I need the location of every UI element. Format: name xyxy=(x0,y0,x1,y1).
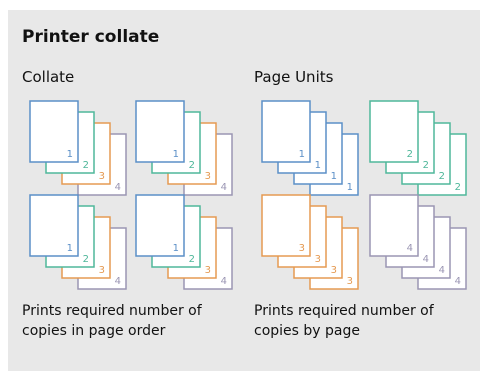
page-number-label: 3 xyxy=(331,265,337,276)
page-number-label: 4 xyxy=(115,182,121,193)
page-number-label: 2 xyxy=(455,182,461,193)
page-number-label: 3 xyxy=(315,254,321,265)
collate-description: Prints required number of copies in page… xyxy=(22,301,202,341)
page-number-label: 1 xyxy=(173,243,179,254)
page-number-label: 2 xyxy=(189,160,195,171)
page-number-label: 4 xyxy=(439,265,445,276)
page-number-label: 4 xyxy=(221,276,227,287)
page-number-label: 1 xyxy=(331,171,337,182)
page-number-label: 1 xyxy=(173,149,179,160)
page-sheet xyxy=(261,100,311,163)
page-number-label: 2 xyxy=(439,171,445,182)
page-number-label: 2 xyxy=(407,149,413,160)
page-number-label: 1 xyxy=(299,149,305,160)
collate-description-line2: copies in page order xyxy=(22,323,166,339)
page-number-label: 3 xyxy=(99,171,105,182)
collate-description-line1: Prints required number of xyxy=(22,303,202,319)
page-number-label: 4 xyxy=(221,182,227,193)
page-number-label: 3 xyxy=(299,243,305,254)
page-sheet xyxy=(261,194,311,257)
page-number-label: 1 xyxy=(347,182,353,193)
page-number-label: 3 xyxy=(205,171,211,182)
page-sheet xyxy=(29,194,79,257)
page-sheet xyxy=(135,100,185,163)
page-number-label: 1 xyxy=(67,243,73,254)
collate-heading: Collate xyxy=(22,68,75,86)
page-sheet xyxy=(135,194,185,257)
page-number-label: 2 xyxy=(423,160,429,171)
page-units-description: Prints required number of copies by page xyxy=(254,301,434,341)
page-number-label: 3 xyxy=(205,265,211,276)
page-number-label: 4 xyxy=(455,276,461,287)
page-number-label: 2 xyxy=(83,160,89,171)
page-number-label: 4 xyxy=(407,243,413,254)
page-units-description-line2: copies by page xyxy=(254,323,360,339)
page-units-heading: Page Units xyxy=(254,68,334,86)
page-number-label: 2 xyxy=(189,254,195,265)
page-number-label: 2 xyxy=(83,254,89,265)
page-number-label: 1 xyxy=(315,160,321,171)
page-sheet xyxy=(369,100,419,163)
page-number-label: 3 xyxy=(347,276,353,287)
page-number-label: 1 xyxy=(67,149,73,160)
diagram-title: Printer collate xyxy=(22,27,160,47)
page-sheet xyxy=(29,100,79,163)
page-number-label: 4 xyxy=(115,276,121,287)
page-number-label: 4 xyxy=(423,254,429,265)
page-number-label: 3 xyxy=(99,265,105,276)
page-sheet xyxy=(369,194,419,257)
page-units-description-line1: Prints required number of xyxy=(254,303,434,319)
